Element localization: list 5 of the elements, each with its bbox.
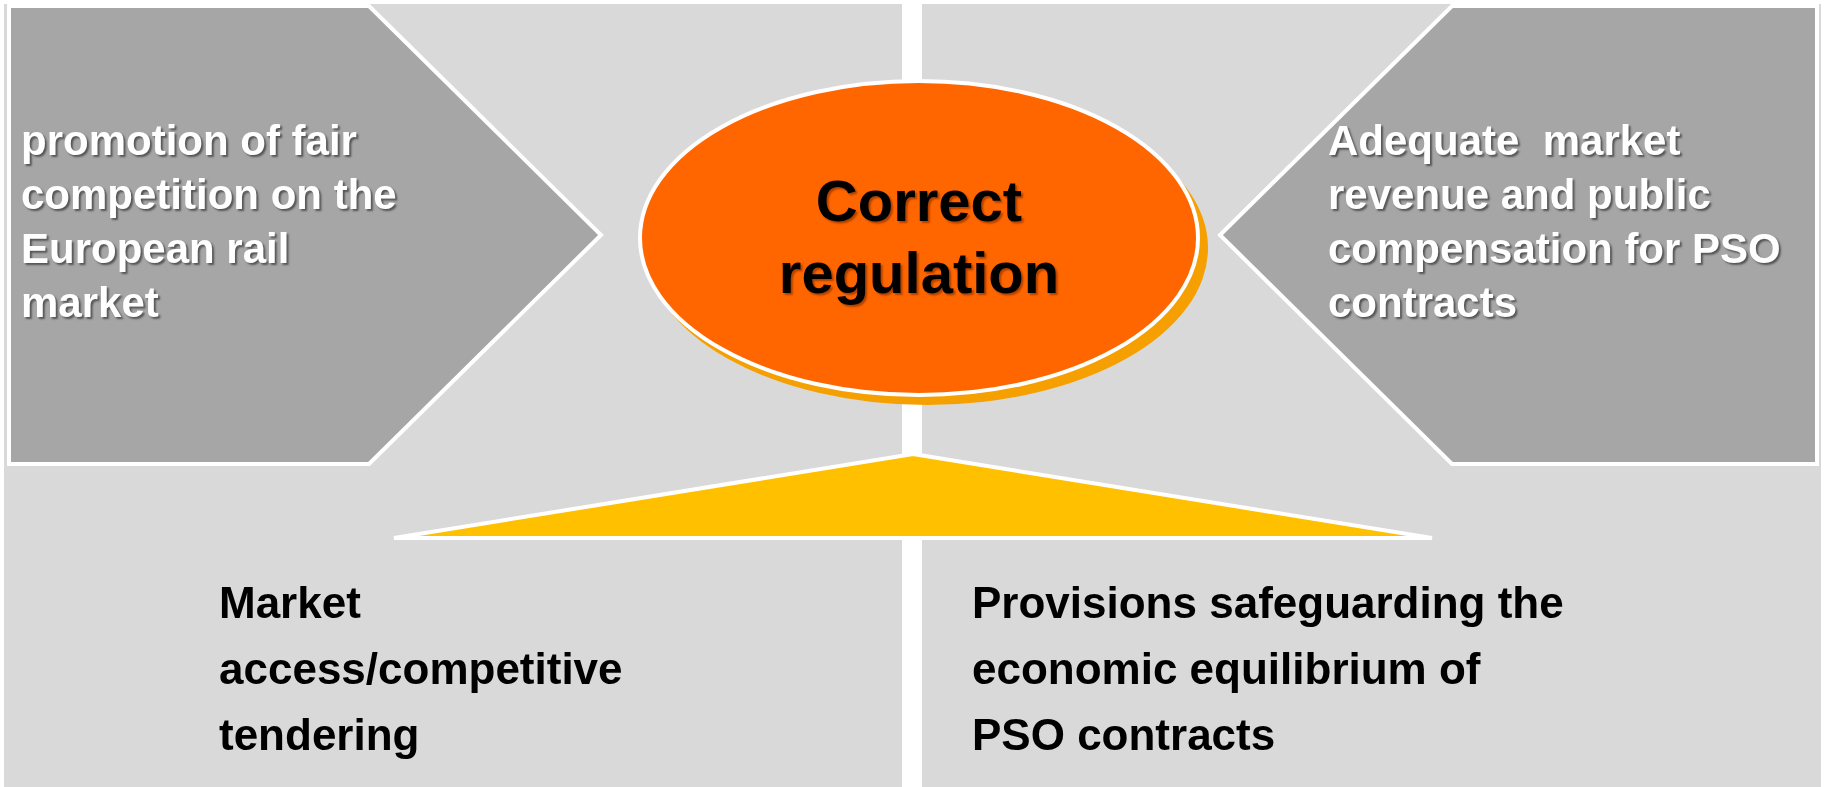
node-text: Adequate market revenue and public compensation for PSO contracts <box>1328 116 1782 328</box>
node-text: promotion of fair competition on the European rail market <box>21 116 398 328</box>
label-text: Provisions safeguarding the economic equilibrium of PSO contracts <box>972 577 1565 761</box>
label-text: Market access/competitive tendering <box>219 577 624 761</box>
node-text: Correct regulation <box>777 167 1061 307</box>
